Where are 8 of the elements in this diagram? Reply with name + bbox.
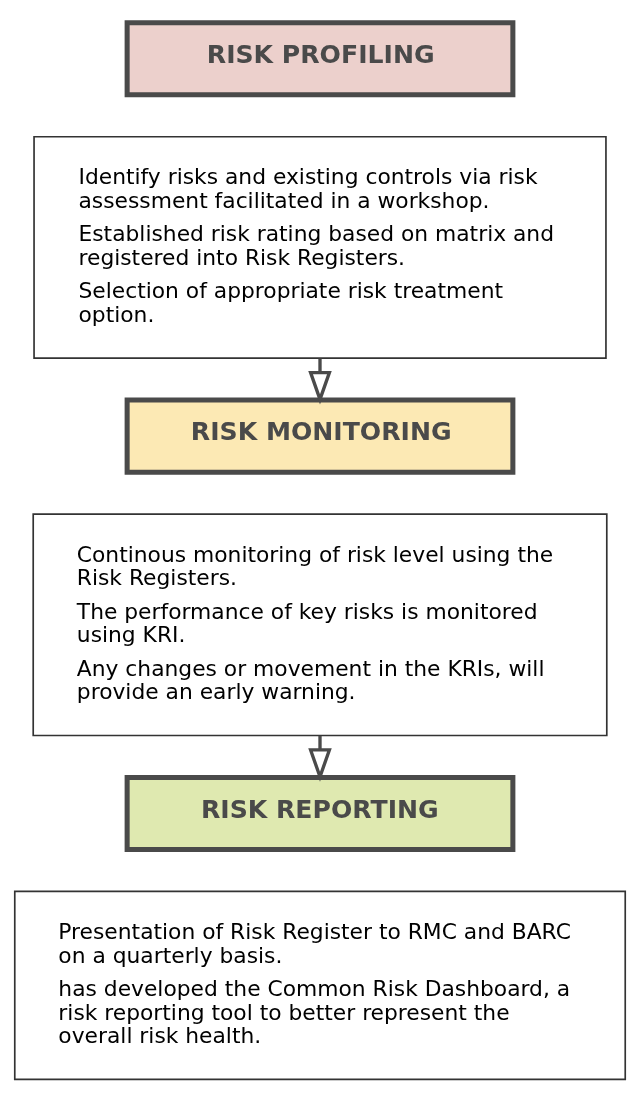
node-box: Identify risks and existing controls via risk assessment facilitated in a workshop. Established risk rating based on matrix and registered into Risk Registers. Selection of appropriate risk treatment option. xyxy=(33,135,607,359)
arrow xyxy=(308,358,332,405)
node-box: RISK PROFILING xyxy=(124,20,516,98)
arrow xyxy=(308,735,332,782)
node-box: RISK MONITORING xyxy=(124,397,516,475)
node-box: Continous monitoring of risk level using the Risk Registers. The performance of key risks is monitored using KRI. Any changes or movement in the KRIs, will provide an early warning. xyxy=(32,513,608,737)
node-box: RISK REPORTING xyxy=(124,774,516,853)
node-box: Presentation of Risk Register to RMC and BARC on a quarterly basis. has developed the Common Risk Dashboard, a risk reporting tool to better represent the overall risk health. xyxy=(13,890,627,1081)
